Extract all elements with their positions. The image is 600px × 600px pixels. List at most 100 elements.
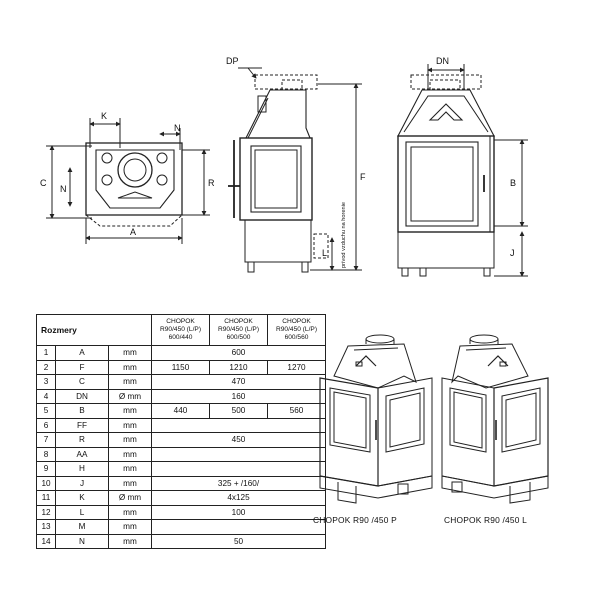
table-cell-num: 1 bbox=[36, 345, 56, 361]
table-cell-value bbox=[151, 417, 326, 433]
table-cell-num: 2 bbox=[36, 359, 56, 375]
side-view-hood bbox=[245, 89, 311, 139]
table-cell-num: 3 bbox=[36, 374, 56, 390]
side-note: prívod vzduchu na horenie bbox=[341, 202, 347, 268]
table-cell-unit: mm bbox=[108, 359, 152, 375]
table-cell-unit: mm bbox=[108, 475, 152, 491]
label-b: B bbox=[510, 178, 516, 188]
table-cell-unit: mm bbox=[108, 374, 152, 390]
table-cell-num: 11 bbox=[36, 490, 56, 506]
table-cell-value bbox=[151, 519, 326, 535]
table-cell-value: 1150 bbox=[151, 359, 210, 375]
table-cell-value: 1270 bbox=[267, 359, 326, 375]
table-cell-value: 50 bbox=[151, 533, 326, 549]
table-cell-value: 440 bbox=[151, 403, 210, 419]
table-cell-sym: H bbox=[55, 461, 109, 477]
table-cell-unit: mm bbox=[108, 504, 152, 520]
table-cell-sym: F bbox=[55, 359, 109, 375]
table-cell-unit: mm bbox=[108, 345, 152, 361]
table-cell-sym: B bbox=[55, 403, 109, 419]
table-cell-num: 7 bbox=[36, 432, 56, 448]
front-view-firebox bbox=[397, 135, 495, 233]
table-cell-value bbox=[151, 446, 326, 462]
table-cell-sym: K bbox=[55, 490, 109, 506]
top-view-outlet bbox=[101, 152, 113, 164]
table-cell-value: 1210 bbox=[209, 359, 268, 375]
table-cell-value: 100 bbox=[151, 504, 326, 520]
label-dn: DN bbox=[436, 56, 449, 66]
front-view-hood bbox=[397, 89, 495, 137]
side-view-glass bbox=[250, 145, 302, 213]
table-cell-num: 13 bbox=[36, 519, 56, 535]
label-l: L bbox=[322, 248, 327, 258]
table-cell-num: 14 bbox=[36, 533, 56, 549]
label-n-top: N bbox=[174, 123, 181, 133]
table-cell-value: 600 bbox=[151, 345, 326, 361]
table-cell-unit: mm bbox=[108, 432, 152, 448]
table-cell-value: 470 bbox=[151, 374, 326, 390]
table-cell-num: 9 bbox=[36, 461, 56, 477]
table-cell-sym: R bbox=[55, 432, 109, 448]
side-view-flue-dashed bbox=[254, 74, 318, 90]
top-view bbox=[46, 118, 210, 244]
label-a: A bbox=[130, 227, 136, 237]
label-c: C bbox=[40, 178, 47, 188]
label-dp: DP bbox=[226, 56, 239, 66]
table-cell-value: 500 bbox=[209, 403, 268, 419]
table-cell-num: 4 bbox=[36, 388, 56, 404]
table-cell-sym: DN bbox=[55, 388, 109, 404]
table-title: Rozmery bbox=[36, 314, 109, 346]
top-view-flue bbox=[117, 152, 153, 188]
table-cell-value bbox=[151, 461, 326, 477]
table-cell-value: 560 bbox=[267, 403, 326, 419]
front-view-base bbox=[397, 231, 495, 269]
caption-model-l: CHOPOK R90 /450 L bbox=[444, 515, 527, 525]
table-cell-num: 10 bbox=[36, 475, 56, 491]
table-cell-sym: J bbox=[55, 475, 109, 491]
table-cell-value: 4x125 bbox=[151, 490, 326, 506]
table-cell-unit: mm bbox=[108, 417, 152, 433]
table-cell-value: 160 bbox=[151, 388, 326, 404]
caption-model-p: CHOPOK R90 /450 P bbox=[313, 515, 397, 525]
table-cell-value: 450 bbox=[151, 432, 326, 448]
table-cell-unit: mm bbox=[108, 403, 152, 419]
iso-view-p bbox=[319, 334, 433, 504]
table-cell-num: 8 bbox=[36, 446, 56, 462]
table-cell-num: 5 bbox=[36, 403, 56, 419]
top-view-firebox bbox=[95, 149, 175, 209]
table-cell-unit: mm bbox=[108, 533, 152, 549]
label-f: F bbox=[360, 172, 366, 182]
table-cell-sym: C bbox=[55, 374, 109, 390]
front-view bbox=[397, 64, 528, 277]
table-cell-sym: N bbox=[55, 533, 109, 549]
table-cell-num: 12 bbox=[36, 504, 56, 520]
side-view bbox=[228, 67, 362, 273]
iso-view-l bbox=[441, 334, 549, 504]
table-cell-sym: M bbox=[55, 519, 109, 535]
top-view-outlet bbox=[156, 152, 168, 164]
side-view-base bbox=[244, 219, 312, 263]
table-cell-value: 325 + /160/ bbox=[151, 475, 326, 491]
top-view-outlet bbox=[156, 174, 168, 186]
table-cell-sym: A bbox=[55, 345, 109, 361]
label-r: R bbox=[208, 178, 215, 188]
